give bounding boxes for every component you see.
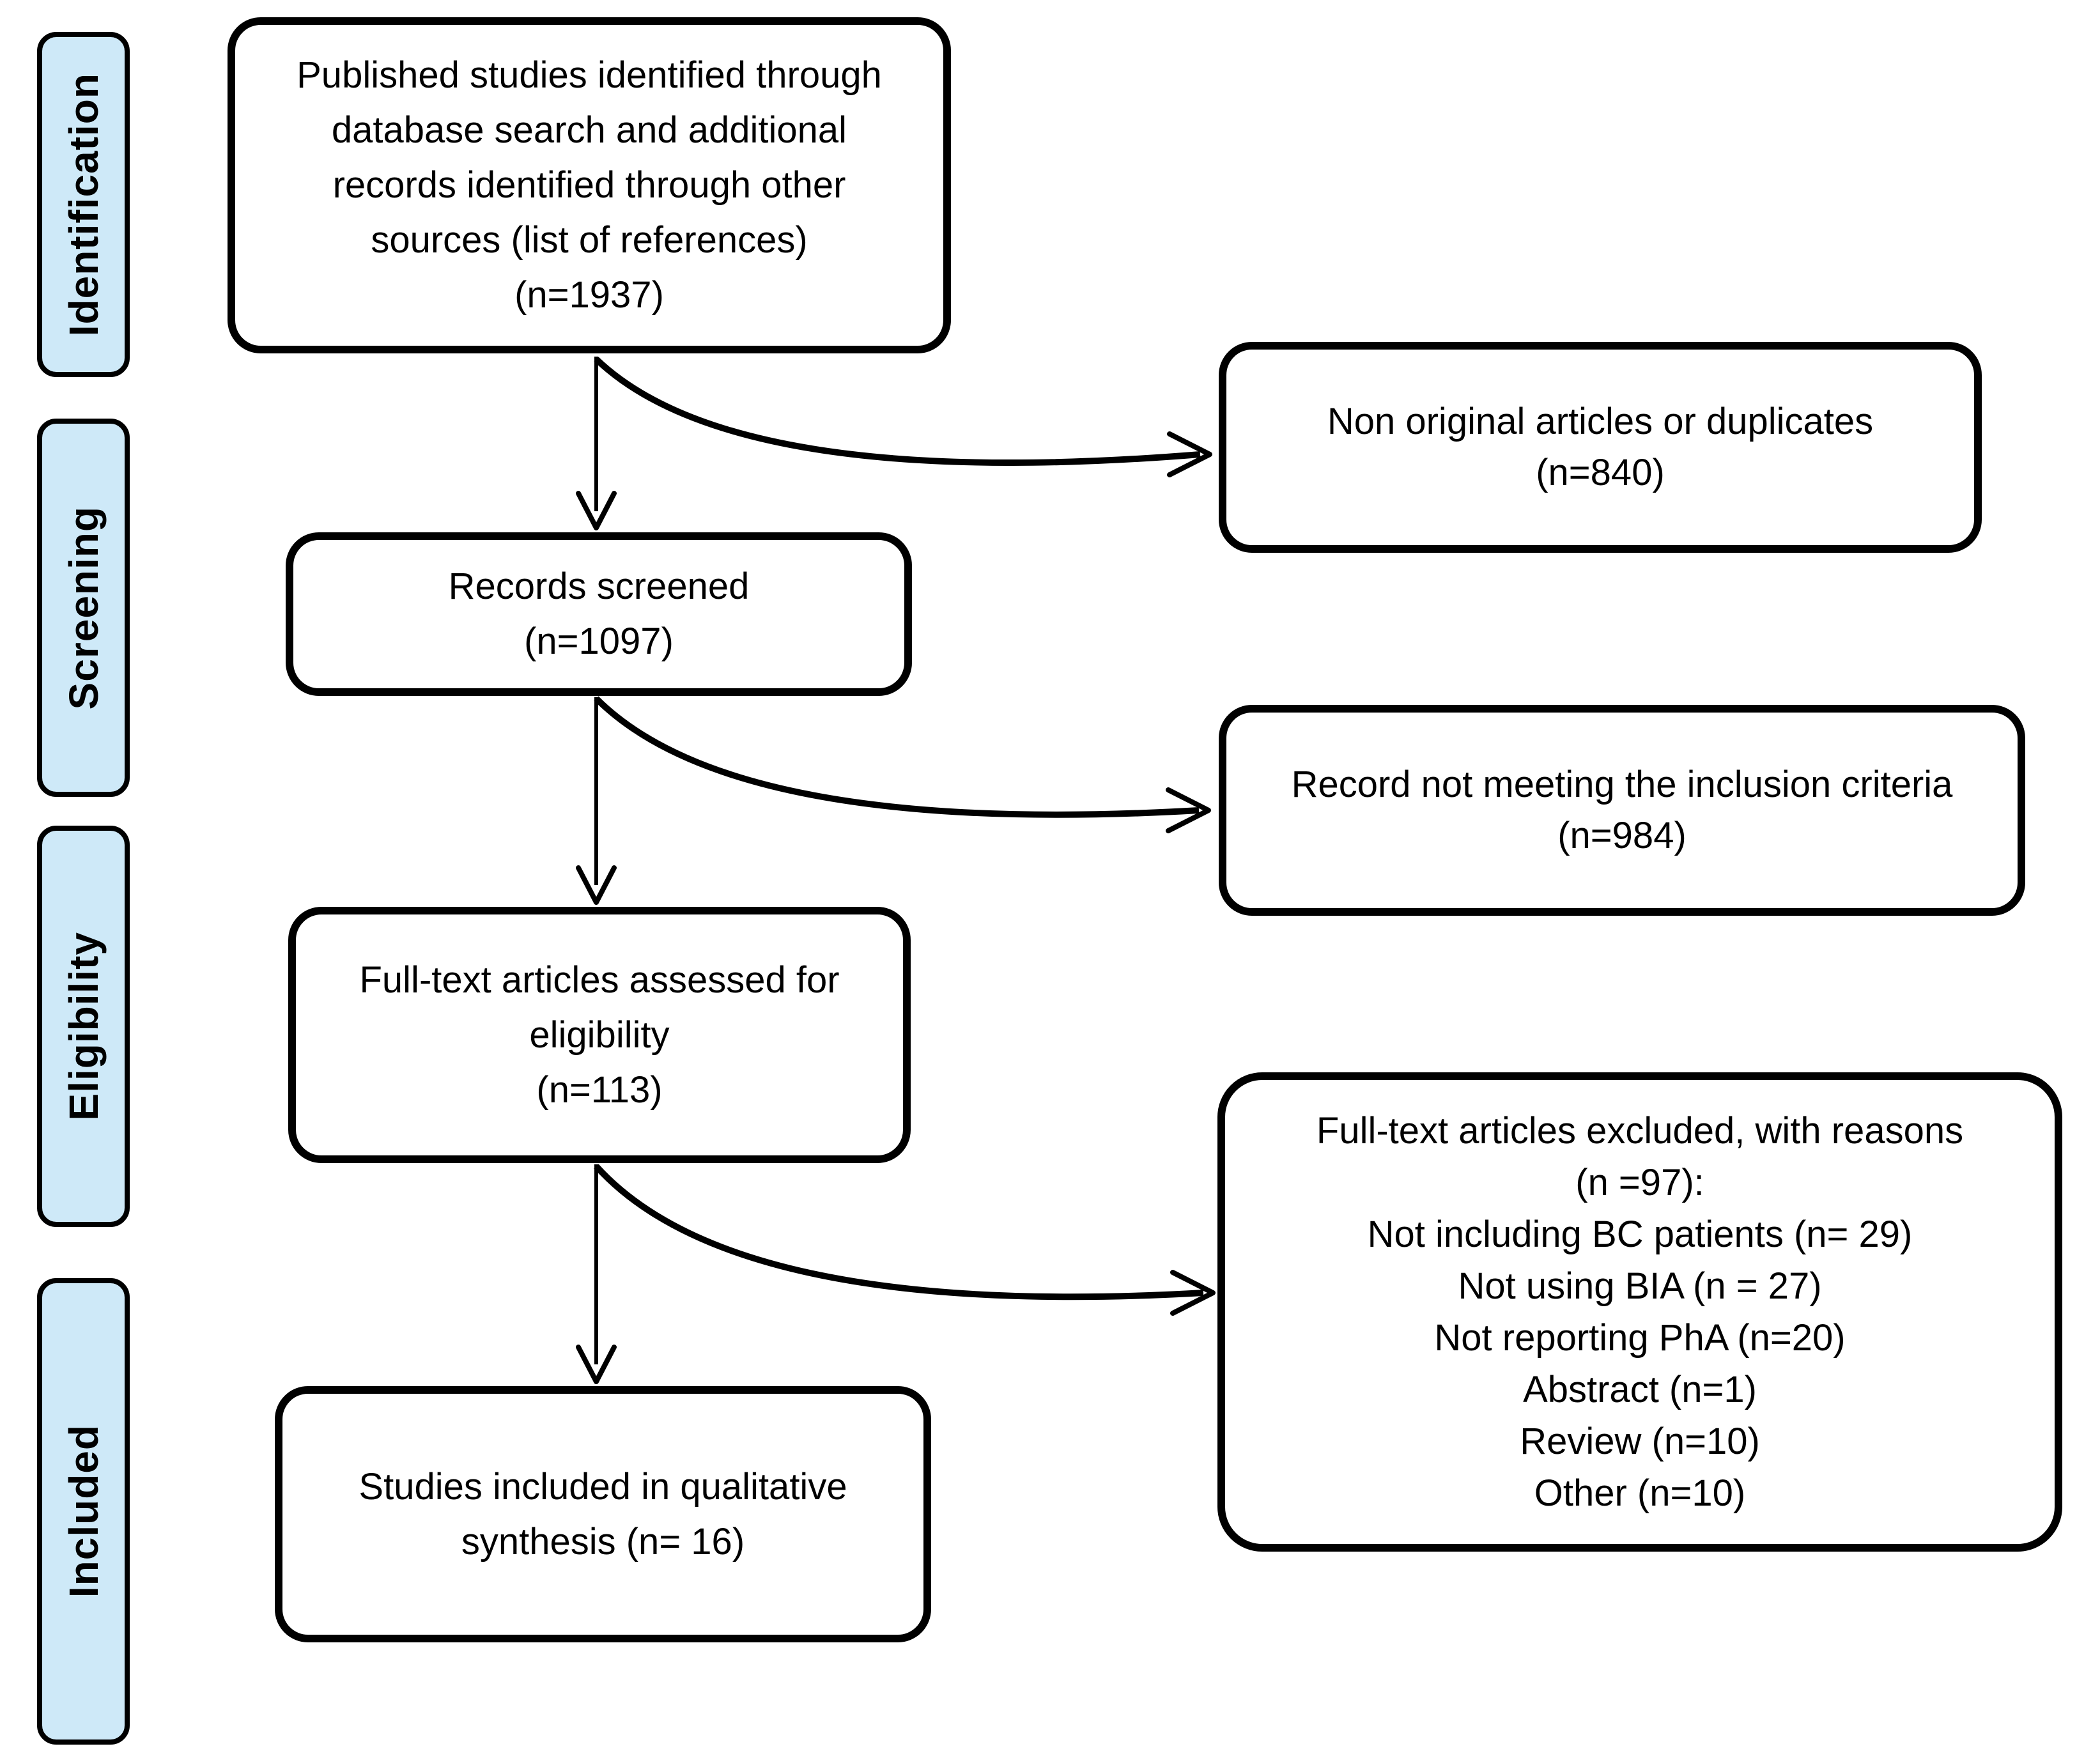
side-box-reason: Abstract (n=1) — [1523, 1369, 1757, 1410]
flow-box-text-line: Records screened — [448, 566, 750, 607]
side-box-not-meeting-criteria: Record not meeting the inclusion criteri… — [1219, 705, 2025, 916]
side-box-text-line: Non original articles or duplicates — [1327, 401, 1874, 442]
side-box-reason: Review (n=10) — [1520, 1421, 1760, 1462]
flow-box-count: (n=1097) — [524, 621, 674, 662]
stage-label-screening: Screening — [37, 419, 130, 797]
arrowhead-right-1 — [1167, 431, 1212, 477]
side-box-text-line: Full-text articles excluded, with reason… — [1316, 1110, 1964, 1152]
flow-box-count: (n=113) — [536, 1068, 663, 1111]
flow-box-fulltext-assessed: Full-text articles assessed for eligibil… — [288, 907, 911, 1163]
flow-box-text-line: eligibility — [529, 1014, 670, 1056]
stage-label-text: Included — [60, 1424, 107, 1598]
side-box-fulltext-excluded: Full-text articles excluded, with reason… — [1217, 1072, 2062, 1552]
flow-box-text-line: Full-text articles assessed for — [359, 959, 840, 1001]
flow-box-text-line: database search and additional — [331, 109, 847, 151]
flow-box-studies-included: Studies included in qualitative synthesi… — [275, 1386, 931, 1642]
flow-box-text-line: sources (list of references) — [371, 219, 808, 261]
side-box-non-original: Non original articles or duplicates (n=8… — [1219, 342, 1982, 553]
stage-label-text: Identification — [60, 72, 107, 337]
flow-box-text-line: records identified through other — [332, 164, 846, 206]
arrowhead-down-1 — [576, 491, 617, 530]
side-box-reason: Not using BIA (n = 27) — [1458, 1265, 1822, 1307]
stage-label-identification: Identification — [37, 32, 130, 377]
arrowhead-down-2 — [576, 865, 617, 905]
flow-box-records-identified: Published studies identified through dat… — [228, 17, 951, 353]
side-box-count: (n=840) — [1536, 452, 1665, 493]
side-box-count: (n=984) — [1557, 815, 1687, 856]
flow-box-text-line: Studies included in qualitative — [359, 1465, 847, 1508]
flow-box-count: (n=1937) — [514, 274, 664, 316]
flow-box-records-screened: Records screened (n=1097) — [286, 532, 912, 696]
arrowhead-down-3 — [576, 1345, 617, 1384]
side-box-text-line: Record not meeting the inclusion criteri… — [1291, 764, 1953, 805]
stage-label-text: Eligibility — [60, 932, 107, 1121]
side-box-reason: Not reporting PhA (n=20) — [1434, 1317, 1846, 1359]
arrow-curve-identified-to-nonoriginal — [594, 357, 1201, 467]
stage-label-text: Screening — [60, 505, 107, 710]
arrowhead-right-3 — [1170, 1270, 1216, 1316]
arrow-curve-screened-to-notmeeting — [594, 696, 1200, 818]
stage-label-included: Included — [37, 1278, 130, 1745]
side-box-reason: Other (n=10) — [1534, 1472, 1746, 1514]
stage-label-eligibility: Eligibility — [37, 826, 130, 1227]
flow-box-text-line: Published studies identified through — [297, 54, 882, 96]
arrow-curve-fulltext-to-excluded — [594, 1164, 1204, 1300]
side-box-reason: Not including BC patients (n= 29) — [1367, 1214, 1913, 1255]
arrowhead-right-2 — [1166, 787, 1211, 833]
flow-box-text-line: synthesis (n= 16) — [461, 1520, 745, 1562]
side-box-count: (n =97): — [1575, 1162, 1704, 1203]
